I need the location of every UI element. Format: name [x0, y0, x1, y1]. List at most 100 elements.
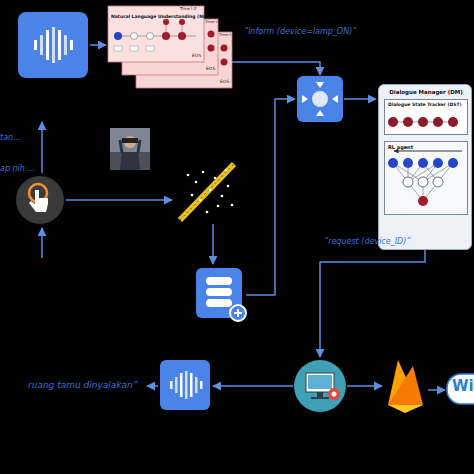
rnn-unit — [163, 19, 169, 25]
photo-floor — [110, 152, 150, 170]
hidden-unit — [433, 177, 443, 187]
hidden-unit — [403, 177, 413, 187]
eos-label: EOS — [206, 66, 215, 71]
data-point — [217, 205, 220, 208]
eos-label: EOS — [220, 79, 229, 84]
wave-bar — [64, 35, 67, 55]
flow-wire — [147, 385, 158, 387]
rnn-unit — [147, 33, 154, 40]
state-unit — [433, 117, 443, 127]
data-point — [206, 211, 209, 214]
flow-wire — [344, 98, 376, 100]
tts-icon — [160, 360, 210, 410]
finger-symbol — [29, 190, 48, 212]
rl-agent-box: RL agent — [384, 141, 468, 215]
wave-bar — [200, 381, 203, 389]
data-point — [209, 189, 212, 192]
monitor-stand — [317, 392, 323, 397]
word-input — [146, 46, 154, 51]
time-step-label: Time t-1 — [205, 20, 221, 24]
rnn-unit — [178, 32, 186, 40]
flow-wire — [212, 224, 214, 264]
wave-bar — [70, 40, 73, 50]
firebase-flame — [388, 405, 423, 413]
flow-wire — [41, 228, 43, 258]
time-step-label: Time t — [219, 33, 231, 37]
data-point — [187, 174, 190, 177]
data-point — [191, 194, 194, 197]
wave-bar — [46, 30, 49, 60]
add-badge — [230, 305, 246, 321]
flow-wire — [232, 62, 320, 75]
person-arm — [138, 140, 140, 153]
wave-bar — [195, 377, 198, 393]
utterance-text: tan... — [0, 133, 21, 142]
output-unit — [418, 196, 428, 206]
state-unit — [418, 117, 428, 127]
firebase-flame — [388, 366, 423, 405]
wave-bar — [34, 40, 37, 50]
flow-wire — [320, 250, 425, 357]
word-input — [130, 46, 138, 51]
hub-arrow — [316, 82, 324, 88]
eos-label: EOS — [192, 53, 201, 58]
nlu-panel: Natural Language Understanding (NLU)Time… — [108, 6, 232, 88]
monitor-base — [311, 397, 329, 399]
state-unit — [388, 117, 398, 127]
gear-hole — [332, 392, 337, 397]
monitor-symbol — [306, 373, 334, 392]
touch-icon — [16, 176, 64, 224]
database-disk — [206, 288, 232, 296]
input-unit — [388, 158, 398, 168]
user-photo — [110, 128, 150, 170]
input-unit — [433, 158, 443, 168]
hub-arrow — [302, 95, 308, 103]
flow-wire — [428, 389, 445, 391]
gear-symbol — [328, 388, 340, 400]
monitor-screen — [308, 375, 332, 389]
regression-ticks — [180, 164, 234, 220]
hub-arrow — [332, 95, 338, 103]
wave-bar — [190, 373, 193, 397]
wave-bar — [185, 371, 188, 399]
box-title: RL agent — [388, 145, 413, 151]
state-input-arrow — [394, 151, 462, 152]
speech-icon — [18, 12, 88, 78]
word-input — [114, 46, 122, 51]
box-title: Dialogue State Tracker (DST) — [388, 102, 462, 107]
wave-bar — [40, 35, 43, 55]
data-point — [227, 185, 230, 188]
flow-wire — [213, 385, 293, 387]
hub-center — [312, 91, 328, 107]
database-disk — [206, 277, 232, 285]
hub-arrow — [316, 110, 324, 116]
rnn-unit — [131, 33, 138, 40]
data-point — [199, 199, 202, 202]
controller-icon — [294, 360, 346, 412]
input-unit — [448, 158, 458, 168]
person-arm — [120, 140, 122, 153]
hidden-unit — [418, 177, 428, 187]
data-point — [214, 177, 217, 180]
wave-bar — [52, 27, 55, 63]
data-point — [225, 169, 228, 172]
hub-icon — [297, 76, 343, 122]
rnn-unit — [179, 19, 185, 25]
action-label: “request (device_ID)” — [324, 237, 410, 246]
response-text: ruang tamu dinyalakan” — [28, 380, 137, 390]
flow-wire — [41, 122, 43, 173]
person-goggles — [122, 138, 138, 143]
wave-bar — [175, 377, 178, 393]
rnn-unit — [221, 59, 228, 66]
panel-title: Dialogue Manager (DM) — [379, 89, 473, 95]
flow-wire — [66, 199, 172, 201]
data-point — [202, 171, 205, 174]
utterance-text: ap nih ... — [0, 164, 35, 173]
panel-title: Natural Language Understanding (NLU) — [111, 14, 211, 19]
flow-wire — [347, 385, 382, 387]
dst-box: Dialogue State Tracker (DST) — [384, 99, 468, 135]
flow-wire — [246, 99, 295, 295]
regression-line — [180, 164, 234, 220]
